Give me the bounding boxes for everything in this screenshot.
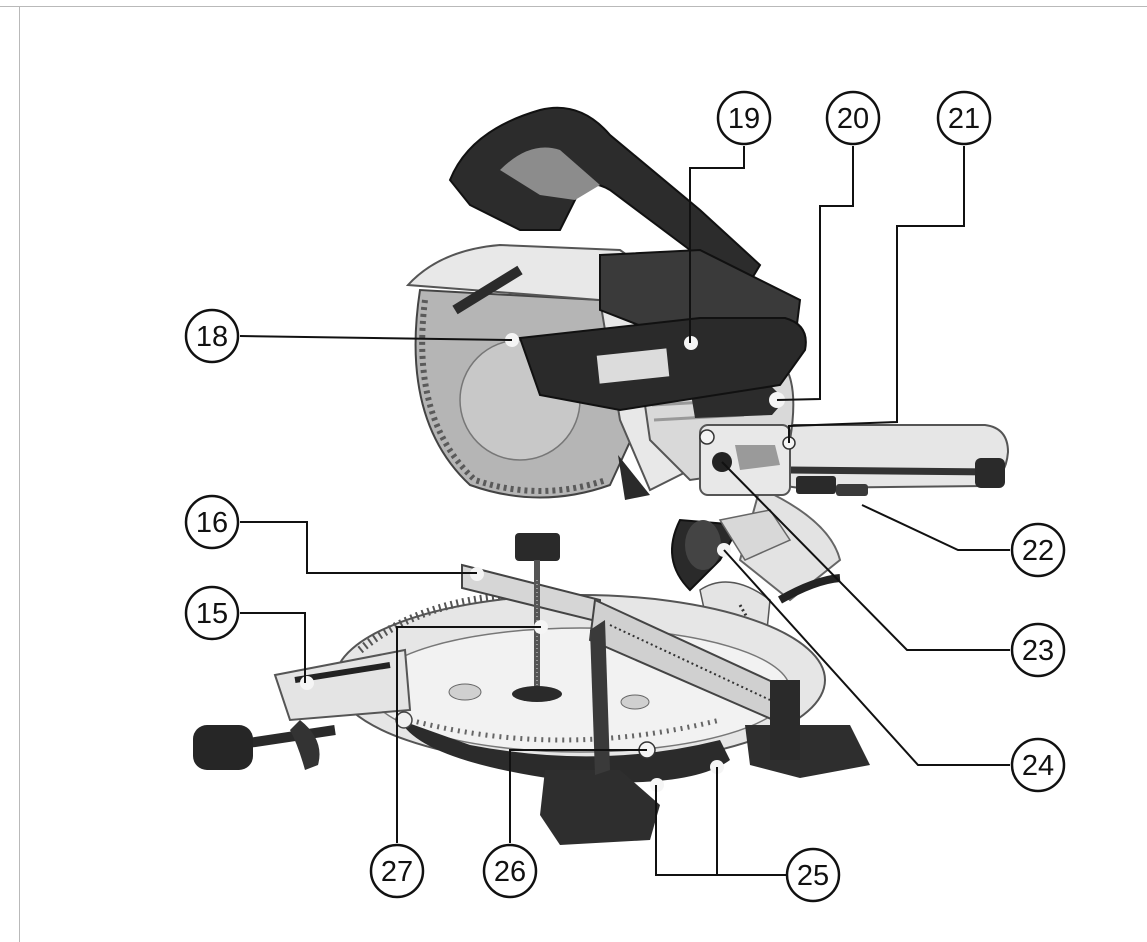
callout-number: 22 [1022, 535, 1054, 567]
leader-20 [776, 146, 854, 401]
callout-circle [184, 308, 240, 364]
leader-19 [689, 146, 745, 343]
callout-circle [785, 847, 841, 903]
callout-27: 27 [369, 843, 425, 899]
front-grip-plate [505, 317, 807, 412]
callout-number: 20 [837, 103, 869, 135]
callout-circle [825, 90, 881, 146]
leader-15 [240, 612, 306, 683]
frame-left-line [19, 6, 20, 942]
miter-saw-illustration [193, 106, 1010, 845]
callout-circle [369, 843, 425, 899]
callout-19: 19 [716, 90, 772, 146]
leader-27 [396, 626, 541, 843]
callout-24: 24 [1010, 737, 1066, 793]
callout-circle [184, 494, 240, 550]
callout-number: 26 [494, 856, 526, 888]
callout-21: 21 [936, 90, 992, 146]
turntable-base [334, 591, 826, 783]
miter-lock-handle [193, 720, 336, 770]
leader-21 [788, 146, 965, 443]
callout-number: 21 [948, 103, 980, 135]
callout-number: 19 [728, 103, 760, 135]
callout-number: 16 [196, 507, 228, 539]
leader-23 [721, 461, 1010, 651]
callout-26: 26 [482, 843, 538, 899]
fence [461, 563, 800, 760]
callout-circle [1010, 622, 1066, 678]
pivot-assembly [699, 424, 796, 496]
leader-16 [240, 521, 477, 574]
dust-port [671, 509, 792, 592]
callout-18: 18 [184, 308, 240, 364]
callout-circle [716, 90, 772, 146]
callout-22: 22 [1010, 522, 1066, 578]
callout-25: 25 [785, 847, 841, 903]
frame-top-line [0, 6, 1147, 7]
leader-lines [239, 146, 1010, 876]
callout-number: 15 [196, 598, 228, 630]
callout-16: 16 [184, 494, 240, 550]
callout-circle [936, 90, 992, 146]
callout-23: 23 [1010, 622, 1066, 678]
callout-number: 27 [381, 856, 413, 888]
leader-25 [655, 767, 786, 876]
callout-circle [1010, 737, 1066, 793]
work-clamp [512, 533, 562, 702]
miter-pointer-knob [590, 620, 656, 775]
leader-24 [723, 549, 1010, 766]
callout-number: 25 [797, 860, 829, 892]
callout-circle [1010, 522, 1066, 578]
leader-26 [509, 749, 647, 843]
callout-number: 23 [1022, 635, 1054, 667]
leader-22 [861, 504, 1010, 551]
callout-circle [184, 585, 240, 641]
callout-20: 20 [825, 90, 881, 146]
callout-number: 18 [196, 321, 228, 353]
callout-number: 24 [1022, 750, 1054, 782]
leader-18 [239, 335, 513, 341]
callout-markers: 15 16 18 19 20 21 22 23 24 25 26 27 [184, 90, 1066, 903]
extension-table [273, 648, 413, 729]
callout-15: 15 [184, 585, 240, 641]
callout-circle [482, 843, 538, 899]
